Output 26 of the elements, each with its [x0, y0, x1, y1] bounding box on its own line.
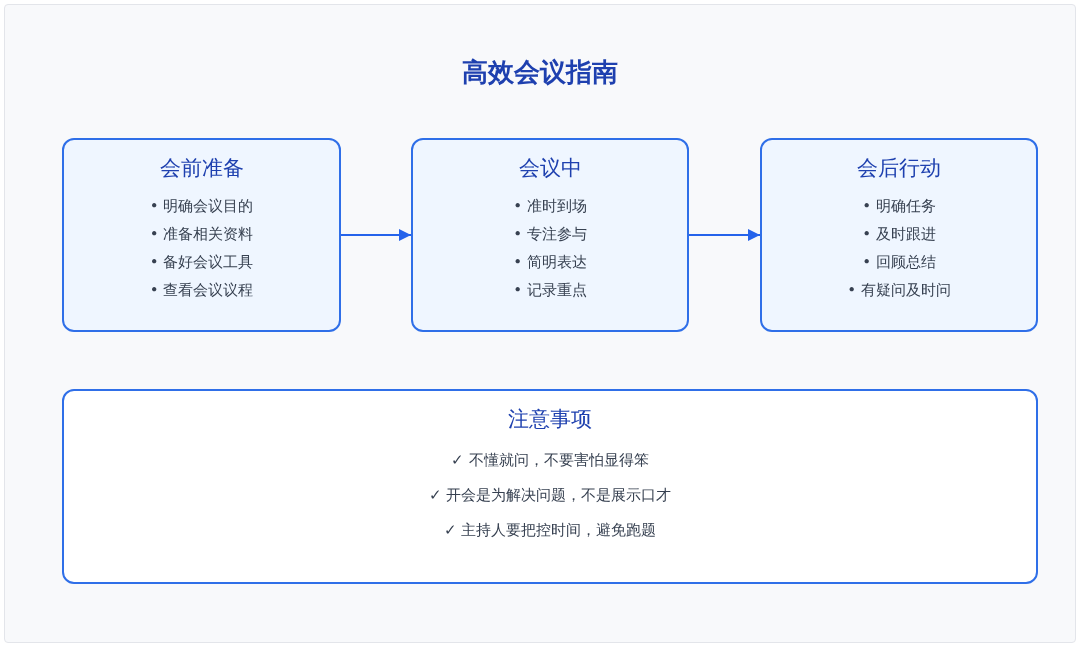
list-item: • 专注参与 [513, 224, 587, 245]
list-item: • 备好会议工具 [149, 252, 254, 273]
list-item: • 有疑问及时问 [847, 280, 951, 301]
list-item: • 准备相关资料 [149, 224, 254, 245]
arrow [688, 229, 761, 241]
list-item: • 简明表达 [513, 252, 587, 273]
stage-box [62, 138, 341, 332]
list-item: • 记录重点 [513, 280, 587, 301]
stage-box [760, 138, 1038, 332]
box-heading: 会前准备 [159, 155, 244, 182]
list-item: • 准时到场 [513, 196, 587, 217]
list-item: • 及时跟进 [862, 224, 936, 245]
list-item: • 查看会议议程 [149, 280, 254, 301]
box-heading: 会议中 [518, 155, 582, 182]
list-item: ✓ 开会是为解决问题，不是展示口才 [428, 485, 672, 506]
list-item: • 明确会议目的 [149, 196, 254, 217]
box-heading: 会后行动 [857, 155, 941, 182]
notes-panel [62, 389, 1038, 584]
arrow [340, 229, 412, 241]
list-item: • 明确任务 [862, 196, 936, 217]
list-item: ✓ 主持人要把控时间，避免跑题 [443, 520, 657, 541]
list-item: ✓ 不懂就问，不要害怕显得笨 [451, 450, 649, 471]
diagram-title: 高效会议指南 [462, 57, 618, 87]
box-heading: 注意事项 [508, 406, 592, 433]
stage-box [411, 138, 689, 332]
list-item: • 回顾总结 [862, 252, 936, 273]
